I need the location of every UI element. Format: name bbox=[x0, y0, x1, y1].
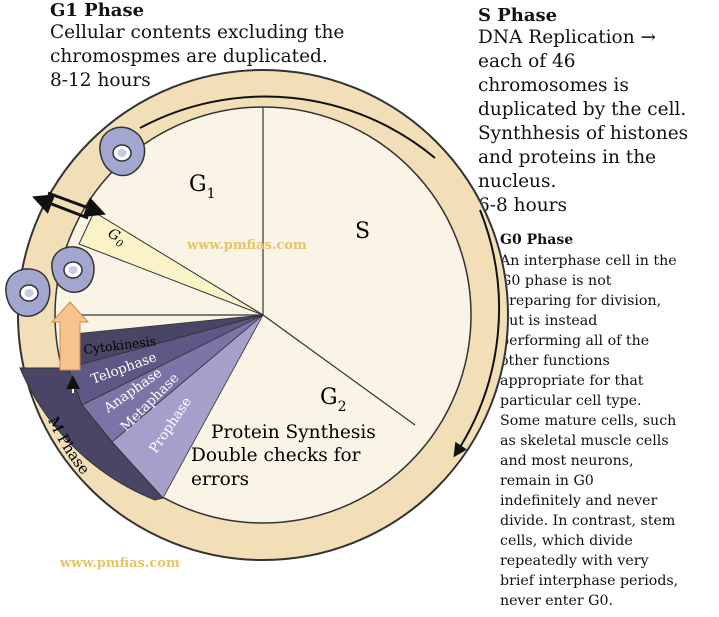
g0-wedge bbox=[78, 211, 264, 316]
g1-text-line-3: 8-12 hours bbox=[50, 70, 151, 91]
g0-line-12: remain in G0 bbox=[500, 473, 594, 489]
g0-line-6: other functions bbox=[500, 353, 610, 369]
s-text-line-2: each of 46 bbox=[478, 51, 576, 72]
g0-line-18: never enter G0. bbox=[500, 593, 614, 609]
s-text-line-7: nucleus. bbox=[478, 171, 557, 192]
watermark-bottom: www.pmfias.com bbox=[59, 556, 180, 571]
cytokinesis-arrow bbox=[50, 301, 90, 371]
g1-text-line-2: chromospmes are duplicated. bbox=[50, 46, 328, 67]
g0-line-8: particular cell type. bbox=[500, 393, 642, 409]
watermark-center: www.pmfias.com bbox=[186, 238, 307, 253]
g1-description: G1 Phase Cellular contents excluding the… bbox=[50, 0, 410, 93]
cycle-arc-top bbox=[139, 95, 436, 159]
g2-sector-label: G2 bbox=[320, 385, 347, 415]
g0-line-7: appropriate for that bbox=[500, 373, 644, 389]
g0-text: An interphase cell in the G0 phase is no… bbox=[500, 251, 715, 611]
g2-note-1: Protein Synthesis bbox=[211, 422, 376, 443]
g0-line-16: repeatedly with very bbox=[500, 553, 649, 569]
cell-top bbox=[99, 126, 146, 177]
m-phase-band bbox=[19, 367, 164, 501]
g0-description: G0 Phase An interphase cell in the G0 ph… bbox=[500, 232, 715, 611]
g0-line-1: An interphase cell in the bbox=[500, 253, 677, 269]
g0-line-4: but is instead bbox=[500, 313, 598, 329]
enter-g0-arrow bbox=[47, 191, 106, 218]
s-text-line-4: duplicated by the cell. bbox=[478, 99, 687, 120]
s-g2-boundary bbox=[262, 314, 416, 426]
g0-line-13: indefinitely and never bbox=[500, 493, 658, 509]
g1-text-line-1: Cellular contents excluding the bbox=[50, 22, 345, 43]
g0-line-14: divide. In contrast, stem bbox=[500, 513, 676, 529]
s-text-line-8: 6-8 hours bbox=[478, 195, 567, 216]
g0-line-11: and most neurons, bbox=[500, 453, 634, 469]
cell-middle bbox=[51, 246, 95, 293]
s-text-line-1: DNA Replication → bbox=[478, 27, 656, 48]
g0-line-3: preparing for division, bbox=[500, 293, 662, 309]
g0-line-17: brief interphase periods, bbox=[500, 573, 679, 589]
s-text-line-6: and proteins in the bbox=[478, 147, 657, 168]
s-text-line-5: Synthhesis of histones bbox=[478, 123, 689, 144]
g0-line-2: G0 phase is not bbox=[500, 273, 612, 289]
g0-title: G0 Phase bbox=[500, 232, 574, 248]
g2-note-3: errors bbox=[191, 469, 249, 490]
g1-title: G1 Phase bbox=[50, 0, 145, 21]
cell-bottom bbox=[5, 268, 51, 317]
s-description: S Phase DNA Replication → each of 46 chr… bbox=[478, 5, 718, 218]
s-text-line-3: chromosomes is bbox=[478, 75, 629, 96]
cycle-arc-right bbox=[453, 209, 500, 458]
g0-line-15: cells, which divide bbox=[500, 533, 633, 549]
g0-line-5: performing all of the bbox=[500, 333, 650, 349]
exit-g0-arrow bbox=[32, 194, 89, 220]
g0-line-9: Some mature cells, such bbox=[500, 413, 677, 429]
s-title: S Phase bbox=[478, 5, 558, 26]
s-sector-label: S bbox=[355, 219, 370, 244]
g2-note-2: Double checks for bbox=[191, 445, 361, 466]
g0-line-10: as skeletal muscle cells bbox=[500, 433, 669, 449]
g1-sector-label: G1 bbox=[189, 172, 216, 202]
g0-sector-label: G0 bbox=[104, 225, 129, 250]
